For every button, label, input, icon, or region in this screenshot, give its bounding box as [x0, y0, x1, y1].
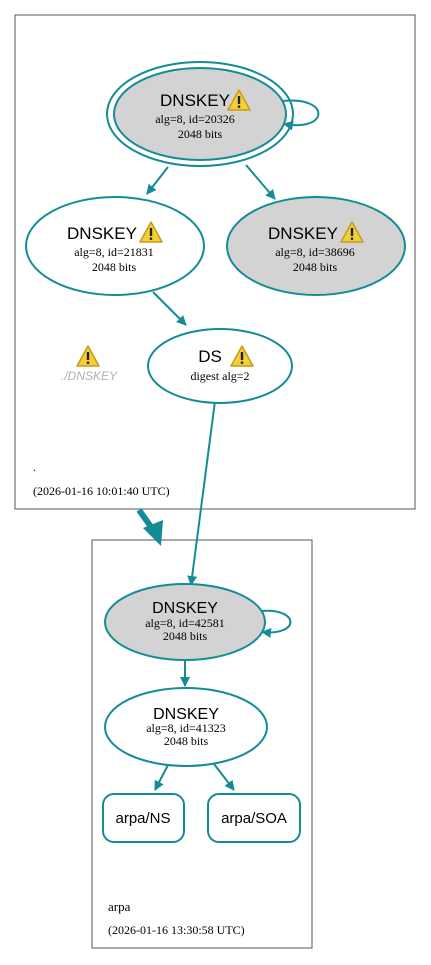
delegation-arrow: [136, 508, 163, 546]
node-title: DNSKEY: [67, 224, 137, 243]
node-root-dnskey-warning[interactable]: ./DNSKEY: [61, 345, 118, 383]
node-detail: alg=8, id=21831: [74, 245, 154, 259]
zone-timestamp-root: (2026-01-16 10:01:40 UTC): [33, 484, 170, 498]
node-arpa-ksk[interactable]: DNSKEY alg=8, id=42581 2048 bits: [104, 583, 266, 661]
node-title: DNSKEY: [160, 91, 230, 110]
node-detail: alg=8, id=41323: [146, 721, 226, 735]
node-label: arpa/SOA: [221, 810, 287, 827]
node-size: 2048 bits: [178, 127, 223, 141]
node-arpa-soa[interactable]: arpa/SOA: [207, 793, 301, 843]
node-detail: alg=8, id=38696: [275, 245, 355, 259]
edge-arpa-zsk-to-soa: [213, 763, 235, 791]
node-detail: alg=8, id=20326: [155, 112, 235, 126]
edge-root-zsk-to-ds: [152, 291, 187, 326]
node-title: DNSKEY: [153, 706, 219, 723]
zone-name-root: .: [33, 460, 36, 474]
node-root-ds[interactable]: DS digest alg=2: [147, 328, 293, 404]
edges: [146, 99, 320, 791]
node-root-zsk[interactable]: DNSKEY alg=8, id=21831 2048 bits: [25, 196, 205, 296]
edge-ds-to-arpa-ksk: [187, 400, 216, 586]
edge-root-ksk-to-key3: [245, 164, 276, 200]
node-root-ksk[interactable]: DNSKEY alg=8, id=20326 2048 bits: [106, 61, 294, 167]
edge-root-ksk-self-loop: [282, 99, 320, 131]
zone-name-arpa: arpa: [108, 899, 131, 914]
node-size: 2048 bits: [163, 629, 208, 643]
node-title: DNSKEY: [268, 224, 338, 243]
edge-arpa-zsk-to-ns: [154, 764, 169, 791]
node-size: 2048 bits: [293, 260, 338, 274]
node-size: 2048 bits: [92, 260, 137, 274]
zone-timestamp-arpa: (2026-01-16 13:30:58 UTC): [108, 923, 245, 937]
node-size: 2048 bits: [164, 734, 209, 748]
node-title: DNSKEY: [152, 600, 218, 617]
edge-arpa-ksk-self-loop: [260, 609, 292, 638]
node-detail: alg=8, id=42581: [145, 616, 225, 630]
node-detail: digest alg=2: [190, 369, 249, 383]
node-arpa-zsk[interactable]: DNSKEY alg=8, id=41323 2048 bits: [104, 687, 268, 767]
edge-root-ksk-to-zsk: [146, 166, 169, 195]
node-title: DS: [198, 347, 222, 366]
node-label: arpa/NS: [115, 810, 170, 827]
node-arpa-ns[interactable]: arpa/NS: [102, 793, 185, 843]
node-label: ./DNSKEY: [61, 369, 118, 383]
node-root-key3[interactable]: DNSKEY alg=8, id=38696 2048 bits: [226, 196, 406, 296]
